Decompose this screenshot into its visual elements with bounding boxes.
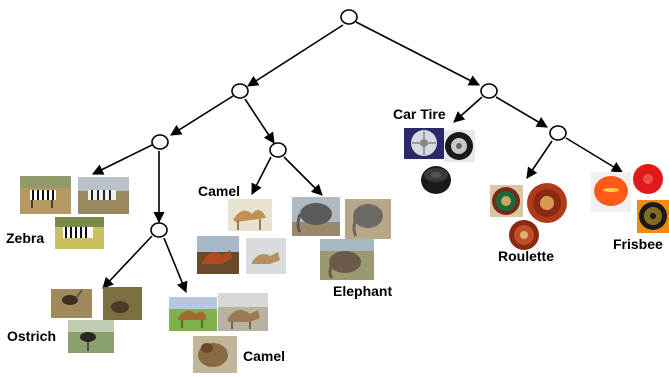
roulette-photo-1 — [490, 185, 523, 217]
edge-object-round — [495, 96, 548, 128]
label-car-tire: Car Tire — [393, 106, 446, 122]
elephant-photo-2 — [345, 199, 391, 239]
edge-animal-camel-elephant — [244, 98, 275, 144]
thumbnails — [20, 128, 669, 373]
frisbee-photo-2 — [632, 162, 665, 196]
node-round-objects — [549, 125, 567, 141]
edge-quadruped-zebra — [91, 144, 153, 175]
node-animals — [231, 83, 249, 99]
label-camel-upper: Camel — [198, 183, 241, 199]
edge-group-camel — [251, 156, 272, 195]
edge-object-tire — [453, 96, 483, 123]
elephant-photo-1 — [292, 197, 340, 236]
edge-animal-quadruped — [170, 95, 234, 136]
tree-nodes — [150, 9, 567, 238]
label-zebra: Zebra — [6, 230, 45, 246]
car-tire-photo-3 — [420, 163, 453, 195]
frisbee-photo-3 — [637, 200, 669, 233]
frisbee-photo-1 — [591, 172, 631, 212]
zebra-photo-3 — [55, 217, 104, 249]
edge-group-elephant — [283, 156, 323, 196]
ostrich-photo-1 — [51, 289, 92, 318]
label-elephant: Elephant — [333, 283, 393, 299]
edge-root-left — [247, 24, 344, 87]
camel-photo-lower-1 — [169, 297, 217, 331]
node-quadruped — [151, 134, 169, 150]
roulette-photo-3 — [509, 220, 539, 250]
camel-photo-upper-1 — [228, 199, 272, 231]
camel-photo-lower-3 — [193, 336, 237, 373]
label-camel-lower: Camel — [243, 348, 286, 364]
tree-edges — [91, 21, 623, 294]
zebra-photo-2 — [78, 177, 129, 214]
label-ostrich: Ostrich — [7, 328, 57, 344]
camel-photo-lower-2 — [218, 293, 268, 331]
ostrich-photo-3 — [68, 320, 114, 353]
edge-round-roulette — [526, 140, 553, 179]
edge-root-right — [355, 21, 480, 86]
node-root — [340, 9, 358, 25]
camel-photo-upper-3 — [246, 238, 286, 274]
node-objects — [480, 83, 498, 99]
elephant-photo-3 — [320, 239, 374, 280]
edge-round-frisbee — [565, 137, 623, 173]
zebra-photo-1 — [20, 176, 71, 214]
ostrich-photo-2 — [103, 287, 142, 320]
node-biped — [150, 222, 168, 238]
label-roulette: Roulette — [498, 248, 554, 264]
edge-biped-ostrich — [102, 235, 153, 289]
car-tire-photo-2 — [444, 130, 475, 162]
label-frisbee: Frisbee — [613, 236, 663, 252]
roulette-photo-2 — [527, 183, 567, 223]
camel-photo-upper-2 — [197, 236, 239, 274]
car-tire-photo-1 — [404, 128, 444, 159]
node-camel-elephant — [269, 142, 287, 158]
edge-biped-camel — [163, 237, 188, 294]
